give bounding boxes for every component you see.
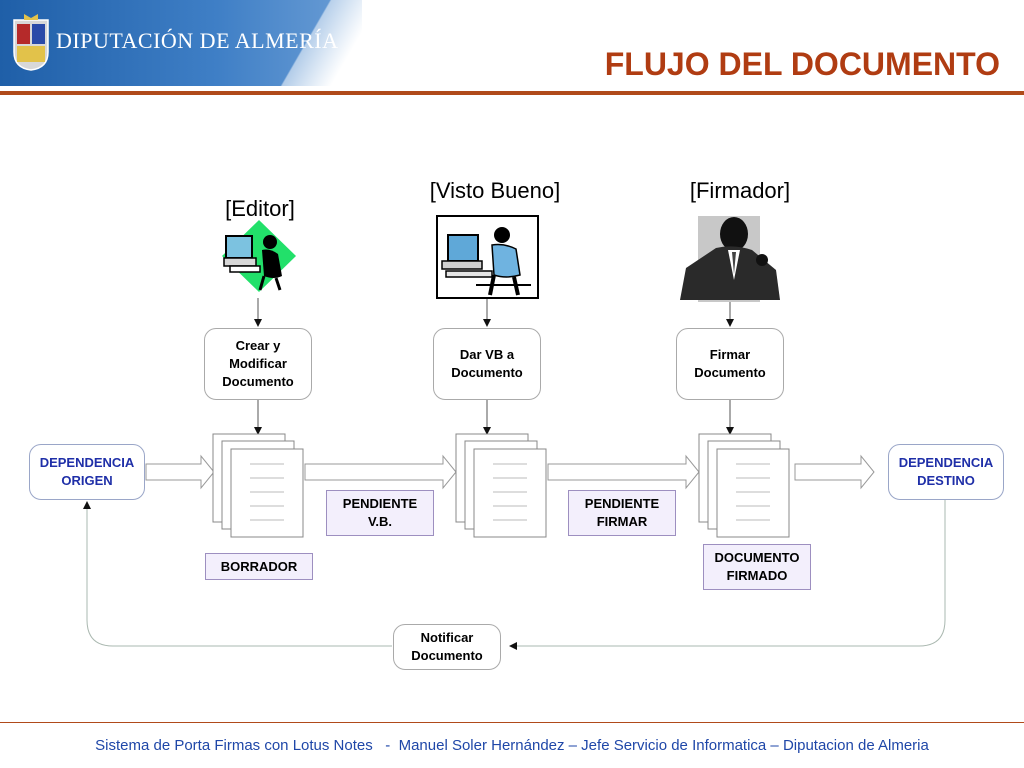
header-divider <box>0 91 1024 95</box>
role-visto-bueno: [Visto Bueno] <box>429 178 561 203</box>
state-borrador: BORRADOR <box>205 553 313 580</box>
endpoint-origen: DEPENDENCIA ORIGEN <box>29 444 145 500</box>
document-stack-firmado <box>698 433 790 538</box>
return-line-notificar-to-origen <box>83 501 392 647</box>
state-pendiente-vb: PENDIENTE V.B. <box>326 490 434 536</box>
fat-arrow-vb-to-firmar <box>547 454 700 490</box>
visto-bueno-clipart-icon <box>436 215 539 299</box>
action-notificar: Notificar Documento <box>393 624 501 670</box>
editor-clipart-icon <box>222 220 296 292</box>
return-line-destino-to-notificar <box>509 500 946 650</box>
header-banner: DIPUTACIÓN DE ALMERÍA <box>0 0 362 86</box>
footer-divider <box>0 722 1024 723</box>
firmador-clipart-icon <box>680 216 780 302</box>
document-stack-borrador <box>212 433 304 538</box>
footer-text: Sistema de Porta Firmas con Lotus Notes … <box>95 737 929 754</box>
endpoint-destino: DEPENDENCIA DESTINO <box>888 444 1004 500</box>
fat-arrow-origen-to-borrador <box>145 454 215 490</box>
document-stack-vb <box>455 433 547 538</box>
page-title: FLUJO DEL DOCUMENTO <box>604 46 1000 82</box>
coat-of-arms-icon <box>13 14 49 71</box>
role-firmador: [Firmador] <box>689 178 791 203</box>
state-pendiente-firmar: PENDIENTE FIRMAR <box>568 490 676 536</box>
action-firmar: Firmar Documento <box>676 328 784 400</box>
fat-arrow-borrador-to-vb <box>304 454 457 490</box>
action-crear-modificar: Crear y Modificar Documento <box>204 328 312 400</box>
fat-arrow-firmado-to-destino <box>794 454 875 490</box>
role-editor: [Editor] <box>225 196 295 221</box>
action-dar-vb: Dar VB a Documento <box>433 328 541 400</box>
state-documento-firmado: DOCUMENTO FIRMADO <box>703 544 811 590</box>
